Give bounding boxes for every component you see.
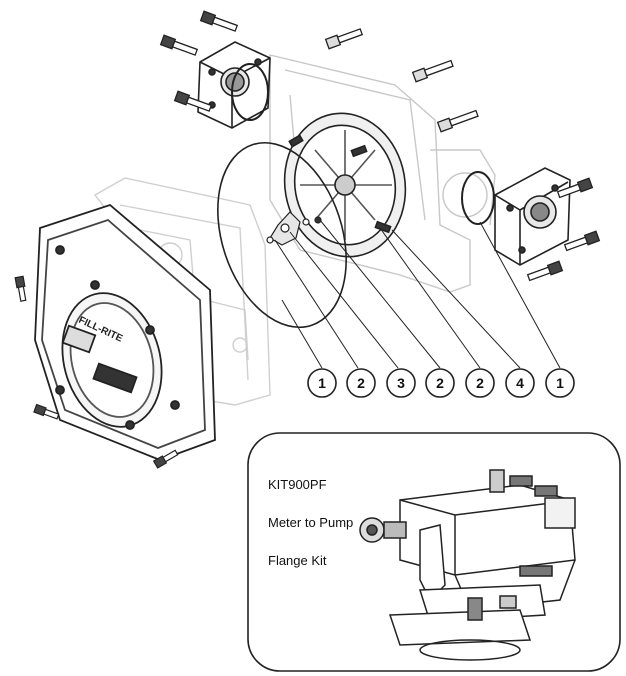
callout-label-1: 1	[318, 375, 326, 391]
gear-spider	[266, 211, 322, 246]
o-ring-left	[231, 63, 269, 121]
inset-line-2: Flange Kit	[268, 553, 327, 568]
large-o-ring	[217, 141, 347, 329]
bolts-meter	[14, 275, 179, 469]
callout-label-5: 2	[476, 375, 484, 391]
leader-lines	[274, 219, 561, 369]
callout-3	[386, 368, 416, 398]
callout-4	[425, 368, 455, 398]
inset-assembly	[359, 469, 576, 661]
callout-label-3: 3	[397, 375, 405, 391]
bolts-top-left	[159, 10, 479, 133]
callout-5	[465, 368, 495, 398]
inset-kit-code: KIT900PF	[268, 477, 327, 492]
bolts-right	[526, 177, 601, 282]
callout-7	[545, 368, 575, 398]
o-ring-right	[461, 171, 495, 225]
flange-plate-right	[494, 167, 571, 266]
callout-label-7: 1	[556, 375, 564, 391]
callout-6	[505, 368, 535, 398]
callout-label-4: 2	[436, 375, 444, 391]
callout-label-6: 4	[516, 375, 524, 391]
callout-1	[307, 368, 337, 398]
callout-2	[346, 368, 376, 398]
meter-face	[34, 203, 216, 461]
inset-line-1: Meter to Pump	[268, 515, 354, 530]
callout-label-2: 2	[357, 375, 365, 391]
inset-title: KIT900PF Meter to Pump Flange Kit	[268, 456, 353, 589]
callouts	[307, 368, 575, 398]
